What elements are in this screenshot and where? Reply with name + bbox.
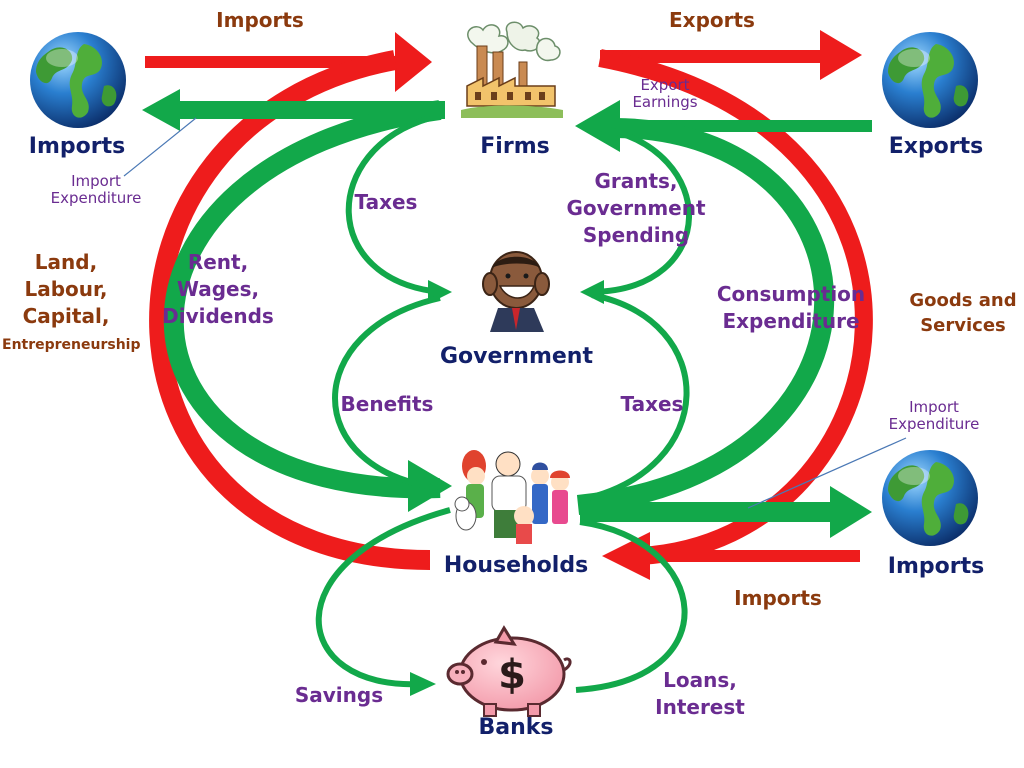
benefits-loop	[332, 295, 441, 491]
land-labour-capital-label: Land, Labour, Capital,	[22, 250, 110, 328]
green-flows	[142, 89, 872, 696]
green-import-expenditure-arrow	[142, 89, 445, 131]
world-imports-label-top-left: Imports	[28, 134, 126, 159]
import-expenditure-leader-bottom	[747, 437, 907, 509]
savings-label: Savings	[294, 683, 384, 707]
green-income-arc	[163, 100, 442, 499]
loans-loop	[575, 519, 688, 693]
world-exports-label-top-right: Exports	[888, 134, 984, 159]
import-expenditure-label-bottom: Import Expenditure	[888, 398, 980, 434]
savings-loop	[315, 507, 451, 688]
taxes-firms-loop	[345, 115, 441, 295]
savings-arrowhead	[410, 672, 436, 696]
politician-cartoon-icon	[482, 251, 550, 332]
world-imports-label-bottom-right: Imports	[887, 554, 985, 579]
export-earnings-label: Export Earnings	[632, 76, 698, 112]
import-expenditure-label-top: Import Expenditure	[50, 172, 142, 208]
red-imports-arrow-top	[145, 32, 432, 92]
svg-text:$: $	[498, 652, 526, 698]
imports-flow-label-top: Imports	[216, 8, 304, 32]
globe-icon	[882, 32, 978, 128]
taxes-households-label: Taxes	[620, 392, 684, 416]
taxes-households-loop	[579, 292, 690, 503]
family-cartoon-icon	[454, 450, 570, 544]
households-label: Households	[443, 553, 589, 578]
imports-flow-label-bottom: Imports	[734, 586, 822, 610]
grants-arrowhead	[580, 280, 604, 304]
rent-wages-dividends-label: Rent, Wages, Dividends	[162, 250, 274, 328]
red-goods-arrowhead	[602, 532, 650, 580]
loans-interest-label: Loans, Interest	[655, 668, 745, 719]
green-consumption-arc	[576, 118, 835, 515]
red-imports-arrow-bottom	[650, 550, 860, 562]
exports-flow-label-top: Exports	[669, 8, 755, 32]
consumption-expenditure-label: Consumption Expenditure	[716, 282, 866, 333]
red-exports-arrow-top	[600, 30, 862, 80]
taxes-firms-label: Taxes	[354, 190, 418, 214]
grants-government-spending-label: Grants, Government Spending	[566, 169, 706, 247]
firms-label: Firms	[480, 134, 550, 159]
import-expenditure-leader-top	[123, 117, 197, 177]
green-imports-arrow-bottom	[580, 486, 872, 538]
benefits-label: Benefits	[340, 392, 434, 416]
goods-and-services-label: Goods and Services	[909, 290, 1017, 337]
grants-loop	[591, 125, 692, 295]
red-goods-arc	[598, 49, 873, 565]
government-label: Government	[440, 344, 593, 369]
green-export-earnings-arrow	[575, 100, 872, 152]
banks-label: Banks	[478, 715, 554, 740]
piggy-bank-icon: $	[446, 625, 572, 717]
factory-icon	[461, 21, 563, 118]
entrepreneurship-label: Entrepreneurship	[2, 337, 141, 353]
globe-icon	[30, 32, 126, 128]
globe-icon	[882, 450, 978, 546]
